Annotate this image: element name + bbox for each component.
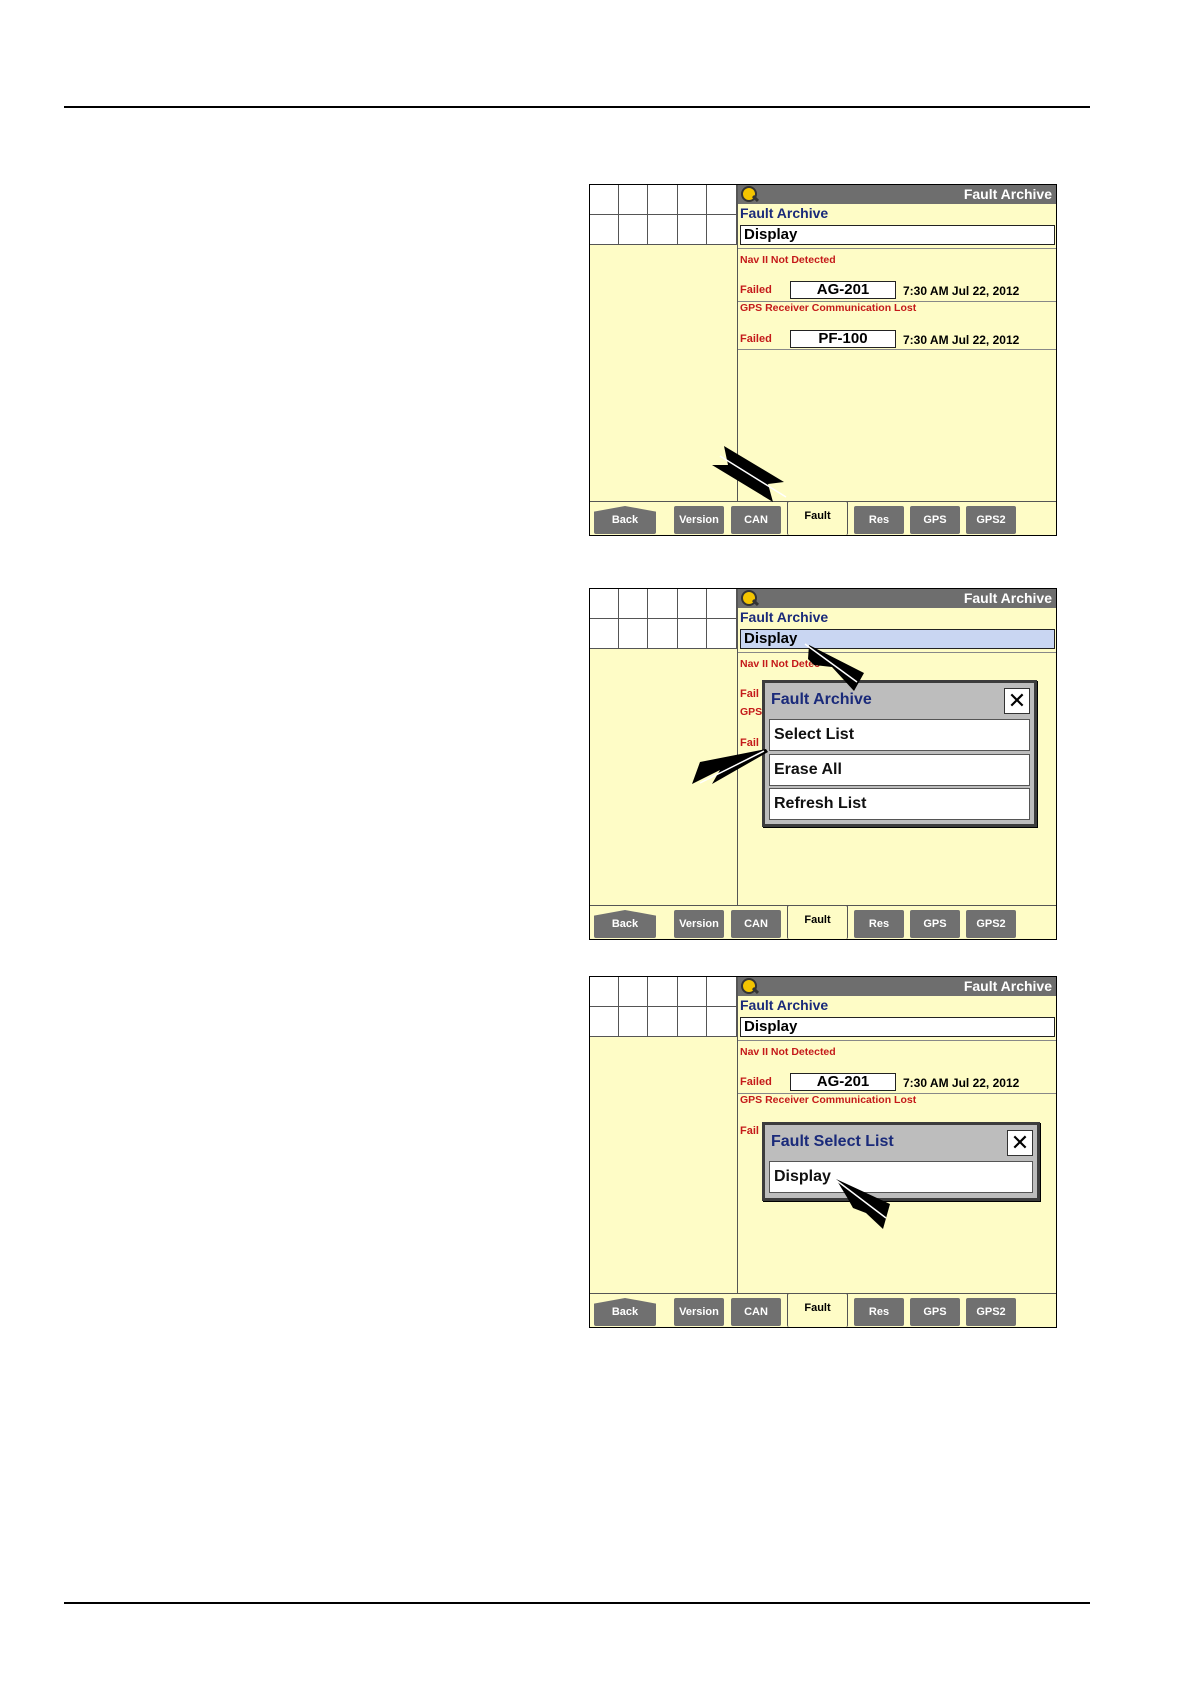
window-title: Fault Archive <box>963 590 1052 606</box>
select-list-button[interactable]: Select List <box>769 719 1030 751</box>
row-separator <box>738 248 1056 249</box>
window-title-bar: Fault Archive <box>738 185 1056 204</box>
tab-can[interactable]: CAN <box>731 506 781 534</box>
display-select-field[interactable]: Display <box>740 225 1055 245</box>
fault-archive-popup: Fault Archive ✕ Select List Erase All Re… <box>762 680 1037 827</box>
fault-status: Fail <box>740 737 759 749</box>
fault-select-list-popup: Fault Select List ✕ Display <box>762 1122 1040 1201</box>
fault-name: GPS <box>740 706 763 718</box>
window-title-bar: Fault Archive <box>738 977 1056 996</box>
fault-archive-screen-2: Fault Archive Fault Archive Display Nav … <box>589 588 1057 940</box>
close-icon[interactable]: ✕ <box>1004 688 1030 714</box>
fault-status: Failed <box>740 1076 772 1088</box>
display-select-field[interactable]: Display <box>740 1017 1055 1037</box>
erase-all-button[interactable]: Erase All <box>769 754 1030 786</box>
pane-divider <box>737 589 738 907</box>
fault-status: Fail <box>740 688 759 700</box>
diagnostics-icon <box>741 978 757 994</box>
fault-time: 7:30 AM Jul 22, 2012 <box>903 284 1020 298</box>
tab-bar: Back Version CAN Fault Res GPS GPS2 <box>590 1293 1056 1327</box>
fault-time: 7:30 AM Jul 22, 2012 <box>903 1076 1020 1090</box>
close-icon[interactable]: ✕ <box>1007 1130 1033 1156</box>
tab-version[interactable]: Version <box>674 1298 724 1326</box>
pane-divider <box>737 185 738 503</box>
fault-code: PF-100 <box>790 330 896 348</box>
tab-back[interactable]: Back <box>594 1298 656 1326</box>
tab-gps[interactable]: GPS <box>910 1298 960 1326</box>
fault-code: AG-201 <box>790 281 896 299</box>
popup-title: Fault Select List <box>771 1133 894 1150</box>
tab-res[interactable]: Res <box>854 1298 904 1326</box>
top-rule <box>64 106 1090 108</box>
fault-status: Fail <box>740 1125 759 1137</box>
window-title-bar: Fault Archive <box>738 589 1056 608</box>
refresh-list-button[interactable]: Refresh List <box>769 788 1030 820</box>
tab-can[interactable]: CAN <box>731 910 781 938</box>
diagnostics-icon <box>741 186 757 202</box>
section-title: Fault Archive <box>740 205 829 221</box>
fault-status: Failed <box>740 333 772 345</box>
tab-gps2[interactable]: GPS2 <box>966 506 1016 534</box>
tab-back[interactable]: Back <box>594 910 656 938</box>
window-title: Fault Archive <box>963 186 1052 202</box>
fault-archive-screen-3: Fault Archive Fault Archive Display Nav … <box>589 976 1057 1328</box>
section-title: Fault Archive <box>740 997 829 1013</box>
row-separator <box>738 1040 1056 1041</box>
tab-version[interactable]: Version <box>674 506 724 534</box>
tab-gps2[interactable]: GPS2 <box>966 1298 1016 1326</box>
diagnostics-icon <box>741 590 757 606</box>
tab-back[interactable]: Back <box>594 506 656 534</box>
fault-name: Nav II Not Detected <box>740 254 836 266</box>
fault-code: AG-201 <box>790 1073 896 1091</box>
tab-gps[interactable]: GPS <box>910 506 960 534</box>
status-grid <box>590 589 737 649</box>
tab-res[interactable]: Res <box>854 910 904 938</box>
row-separator <box>738 301 1056 302</box>
tab-gps[interactable]: GPS <box>910 910 960 938</box>
fault-time: 7:30 AM Jul 22, 2012 <box>903 333 1020 347</box>
fault-name: Nav II Not Detec <box>740 658 820 670</box>
tab-fault[interactable]: Fault <box>787 501 848 535</box>
tab-gps2[interactable]: GPS2 <box>966 910 1016 938</box>
status-grid <box>590 977 737 1037</box>
tab-bar: Back Version CAN Fault Res GPS GPS2 <box>590 501 1056 535</box>
section-title: Fault Archive <box>740 609 829 625</box>
fault-archive-screen-1: Fault Archive Fault Archive Display Nav … <box>589 184 1057 536</box>
row-separator <box>738 349 1056 350</box>
pane-divider <box>737 977 738 1295</box>
tab-bar: Back Version CAN Fault Res GPS GPS2 <box>590 905 1056 939</box>
fault-name: Nav II Not Detected <box>740 1046 836 1058</box>
popup-title: Fault Archive <box>771 691 872 708</box>
tab-fault[interactable]: Fault <box>787 1293 848 1327</box>
fault-name: GPS Receiver Communication Lost <box>740 1094 917 1106</box>
display-button[interactable]: Display <box>769 1161 1033 1193</box>
window-title: Fault Archive <box>963 978 1052 994</box>
tab-res[interactable]: Res <box>854 506 904 534</box>
tab-fault[interactable]: Fault <box>787 905 848 939</box>
tab-can[interactable]: CAN <box>731 1298 781 1326</box>
display-select-field[interactable]: Display <box>740 629 1055 649</box>
fault-status: Failed <box>740 284 772 296</box>
row-separator <box>738 652 1056 653</box>
row-separator <box>738 1093 1056 1094</box>
tab-version[interactable]: Version <box>674 910 724 938</box>
status-grid <box>590 185 737 245</box>
bottom-rule <box>64 1602 1090 1604</box>
fault-name: GPS Receiver Communication Lost <box>740 302 917 314</box>
